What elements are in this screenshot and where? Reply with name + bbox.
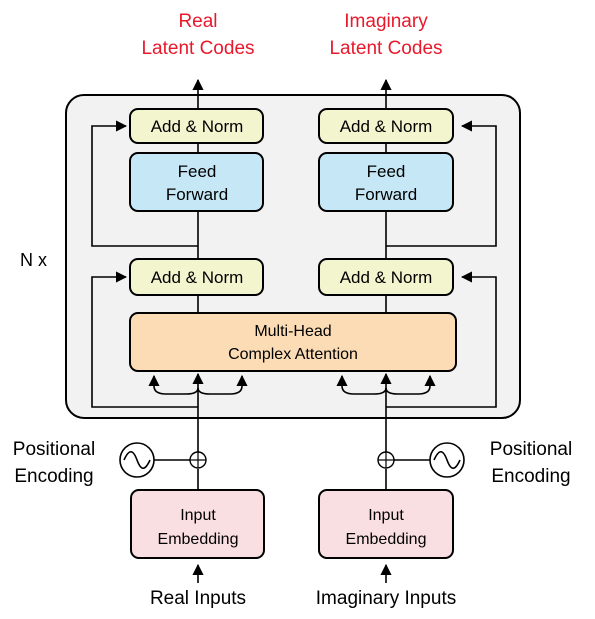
feed-forward-left-line1: Feed [178, 162, 217, 181]
feed-forward-left [129, 152, 264, 212]
repeat-label: N x [20, 250, 47, 270]
positional-encoding-left-line2: Encoding [14, 466, 93, 487]
add-operator-right-icon [377, 451, 395, 469]
input-embedding-right [318, 489, 454, 559]
add-norm-lower-left-label: Add & Norm [151, 268, 244, 287]
imaginary-output-label-line2: Latent Codes [329, 38, 442, 59]
add-operator-left-icon [189, 451, 207, 469]
add-norm-lower-right-label: Add & Norm [340, 268, 433, 287]
add-norm-lower-left [129, 258, 264, 296]
positional-encoding-right-line2: Encoding [491, 466, 570, 487]
sine-wave-right-icon [433, 450, 461, 470]
feed-forward-right-line2: Forward [355, 185, 417, 204]
positional-encoding-left-line1: Positional [13, 439, 95, 460]
add-norm-upper-right-label: Add & Norm [340, 117, 433, 136]
feed-forward-right [318, 152, 454, 212]
add-norm-upper-left-label: Add & Norm [151, 117, 244, 136]
imaginary-inputs-label: Imaginary Inputs [316, 588, 456, 609]
input-embedding-right-line1: Input [368, 507, 404, 524]
imaginary-output-label-line1: Imaginary [344, 11, 428, 32]
positional-encoding-right-line1: Positional [490, 439, 572, 460]
attention-label-line2: Complex Attention [228, 346, 358, 363]
feed-forward-right-line1: Feed [367, 162, 406, 181]
real-output-label-line1: Real [178, 11, 217, 32]
real-inputs-label: Real Inputs [150, 588, 246, 609]
add-norm-upper-right [318, 108, 454, 144]
sine-wave-left-icon [123, 450, 151, 470]
input-embedding-right-line2: Embedding [346, 531, 427, 548]
input-embedding-left-line1: Input [180, 507, 216, 524]
attention-label-line1: Multi-Head [254, 323, 331, 340]
add-norm-lower-right [318, 258, 454, 296]
input-embedding-left [130, 489, 265, 559]
multi-head-complex-attention [129, 312, 457, 372]
real-output-label-line2: Latent Codes [141, 38, 254, 59]
input-embedding-left-line2: Embedding [158, 531, 239, 548]
connections [91, 78, 497, 583]
feed-forward-left-line2: Forward [166, 185, 228, 204]
add-norm-upper-left [129, 108, 264, 144]
